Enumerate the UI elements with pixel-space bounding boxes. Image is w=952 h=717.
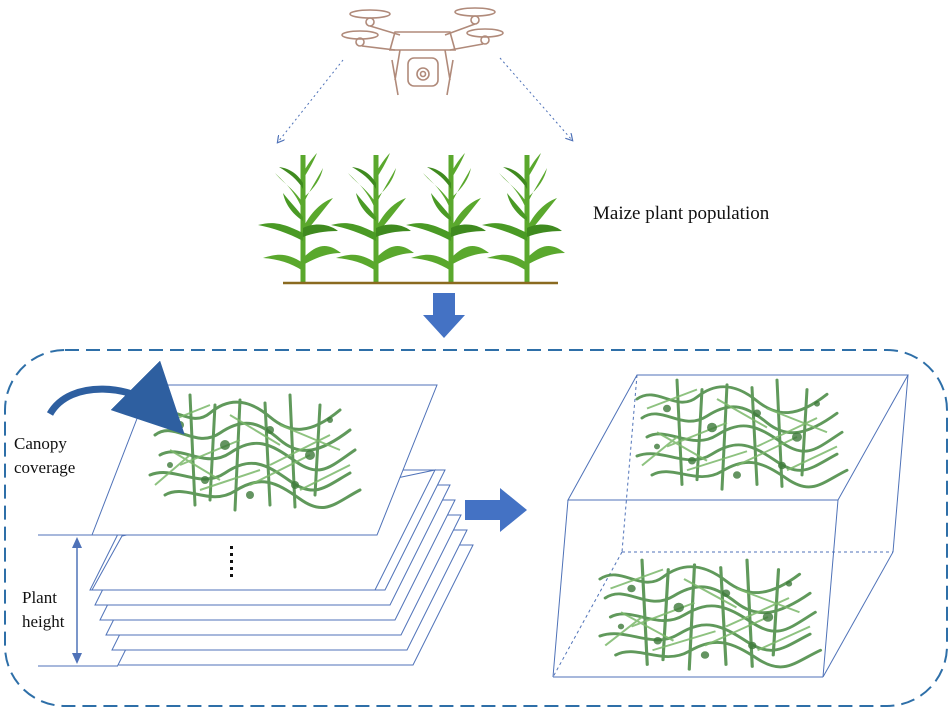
maize-plant-icon: [331, 153, 414, 283]
view-line-right: [499, 57, 572, 140]
dashed-frame: [4, 349, 948, 707]
height-label-line2: height: [22, 612, 65, 631]
drone-icon: [341, 7, 504, 96]
maize-population-label: Maize plant population: [593, 203, 770, 224]
ellipsis-dots: [230, 546, 233, 577]
height-label-line1: Plant: [22, 588, 57, 607]
canopy-label-line2: coverage: [14, 458, 76, 477]
canopy-coverage-label: Canopy coverage: [14, 432, 104, 480]
canopy-arrow: [46, 360, 185, 435]
maize-plant-icon: [482, 153, 565, 283]
maize-plant-icon: [258, 153, 341, 283]
view-line-left: [278, 59, 344, 142]
maize-plant-icon: [406, 153, 489, 283]
canopy-label-line1: Canopy: [14, 434, 67, 453]
maize-plant-population: [258, 153, 565, 283]
right-arrow: [465, 488, 527, 532]
layer-stack: [89, 384, 474, 666]
plant-height-label: Plant height: [22, 586, 92, 634]
height-arrow: [38, 534, 118, 667]
canopy-bottom-image: [598, 558, 823, 671]
down-arrow: [423, 293, 465, 338]
